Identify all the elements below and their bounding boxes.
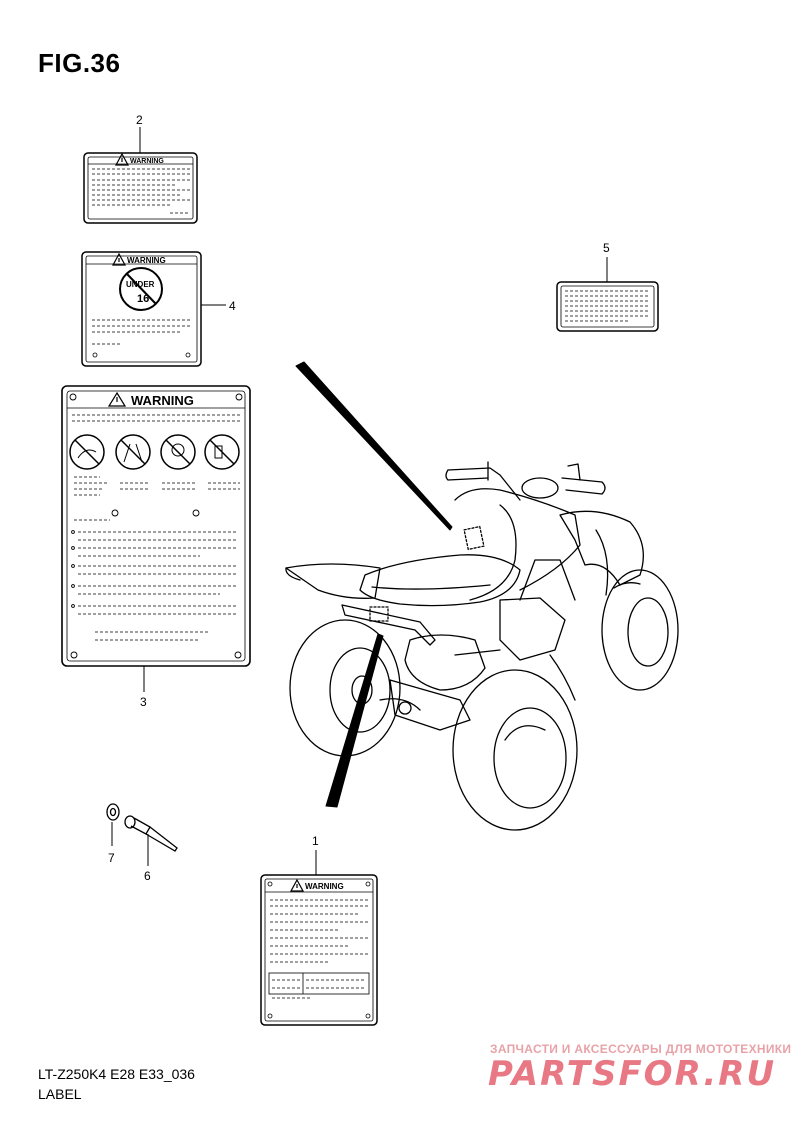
label-4-under-16-sticker: WARNING UNDER 16 4 [81,251,236,367]
figure-caption: LABEL [38,1086,82,1102]
callout-1: 1 [312,834,319,848]
atv-illustration [285,361,679,831]
label-3-main-warning-sticker: WARNING [61,385,251,709]
callout-5: 5 [603,241,610,255]
no-drugs-alcohol-icon [204,434,240,470]
label-2-warning-sticker: 2 WARNING [83,113,198,224]
callout-7: 7 [108,851,115,865]
label-4-warning-title: WARNING [127,256,166,265]
label-2-warning-title: WARNING [130,158,164,165]
label-1-warning-title: WARNING [305,882,344,891]
callout-6: 6 [144,869,151,883]
part-7-washer: 7 [106,803,120,865]
warning-triangle-icon [107,391,127,407]
callout-4: 4 [229,299,236,313]
warning-triangle-icon [290,879,304,892]
no-passenger-icon [69,434,105,470]
callout-3: 3 [140,695,147,709]
watermark-logo: PARTSFOR.RU [488,1054,777,1094]
part-6-rivet: 6 [124,815,178,883]
watermark-tagline: ЗАПЧАСТИ И АКСЕССУАРЫ ДЛЯ МОТОТЕХНИКИ [490,1042,792,1056]
no-under-16-icon [119,267,163,311]
no-helmet-less-icon [160,434,196,470]
under-text: UNDER [126,280,155,289]
age-text: 16 [137,293,149,305]
model-code: LT-Z250K4 E28 E33_036 [38,1066,195,1082]
figure-title: FIG.36 [38,48,121,78]
label-5-blank-sticker: 5 [556,241,659,332]
label-1-warning-sticker: 1 WARNING [260,834,378,1026]
warning-triangle-icon [115,153,129,166]
callout-2: 2 [136,113,143,127]
label-3-warning-title: WARNING [131,393,194,408]
no-road-riding-icon [115,434,151,470]
